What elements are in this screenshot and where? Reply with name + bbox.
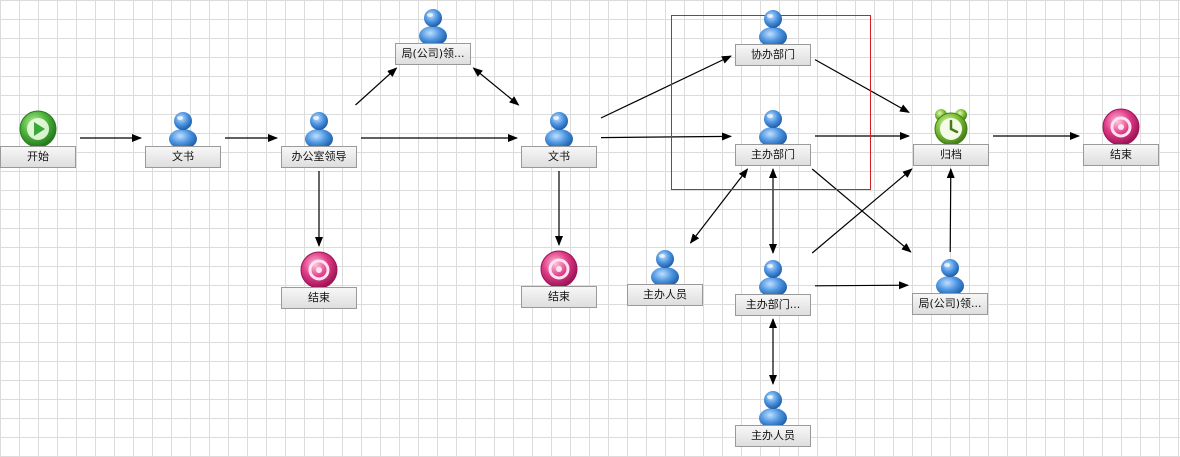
node-main-dept-2[interactable]: 主办部门... xyxy=(735,257,811,317)
user-icon xyxy=(759,391,787,428)
node-office-leader[interactable]: 办公室领导 xyxy=(281,109,357,169)
node-end-2[interactable]: 结束 xyxy=(521,249,597,309)
edge-main_dept2-to-bureau_leader_right[interactable] xyxy=(814,281,909,290)
node-label: 结束 xyxy=(521,286,597,308)
node-label: 结束 xyxy=(1083,144,1159,166)
edge-office_leader-to-bureau_leader_top[interactable] xyxy=(355,67,398,106)
node-archive[interactable]: 归档 xyxy=(913,107,989,167)
node-label: 协办部门 xyxy=(735,44,811,66)
end-icon xyxy=(540,250,578,288)
node-bureau-leader-top[interactable]: 局(公司)领... xyxy=(395,6,471,66)
edge-main_dept2-to-archive[interactable] xyxy=(811,168,913,254)
node-label: 文书 xyxy=(145,146,221,168)
node-label: 主办人员 xyxy=(627,284,703,306)
node-bureau-leader-right[interactable]: 局(公司)领... xyxy=(912,256,988,316)
node-main-dept[interactable]: 主办部门 xyxy=(735,107,811,167)
user-icon xyxy=(759,260,787,297)
node-label: 主办部门... xyxy=(735,294,811,316)
user-icon xyxy=(305,112,333,149)
edge-wenshu2-to-co_dept[interactable] xyxy=(600,55,732,119)
user-icon xyxy=(545,112,573,149)
end-icon xyxy=(1102,108,1140,146)
user-icon xyxy=(419,9,447,46)
edge-main_dept-to-staff_left[interactable] xyxy=(689,168,749,244)
end-icon xyxy=(300,251,338,289)
user-icon xyxy=(651,250,679,287)
edge-wenshu2-to-main_dept[interactable] xyxy=(600,132,732,141)
node-staff-left[interactable]: 主办人员 xyxy=(627,247,703,307)
user-icon xyxy=(759,110,787,147)
node-label: 办公室领导 xyxy=(281,146,357,168)
node-label: 主办部门 xyxy=(735,144,811,166)
play-icon xyxy=(19,110,57,148)
edge-bureau_leader_right-to-archive[interactable] xyxy=(946,168,955,253)
edge-co_dept-to-archive[interactable] xyxy=(814,59,910,113)
node-wenshu-1[interactable]: 文书 xyxy=(145,109,221,169)
node-end-1[interactable]: 结束 xyxy=(281,250,357,310)
node-label: 主办人员 xyxy=(735,425,811,447)
edge-bureau_leader_top-to-wenshu2[interactable] xyxy=(472,67,520,106)
node-staff-bottom[interactable]: 主办人员 xyxy=(735,388,811,448)
node-co-dept[interactable]: 协办部门 xyxy=(735,7,811,67)
user-icon xyxy=(169,112,197,149)
node-wenshu-2[interactable]: 文书 xyxy=(521,109,597,169)
node-label: 开始 xyxy=(0,146,76,168)
user-icon xyxy=(759,10,787,47)
user-icon xyxy=(936,259,964,296)
node-label: 结束 xyxy=(281,287,357,309)
node-start[interactable]: 开始 xyxy=(0,109,76,169)
edge-main_dept-to-bureau_leader_right[interactable] xyxy=(811,168,912,253)
clock-icon xyxy=(934,109,968,146)
node-label: 文书 xyxy=(521,146,597,168)
node-label: 局(公司)领... xyxy=(395,43,471,65)
node-label: 局(公司)领... xyxy=(912,293,988,315)
node-end-3[interactable]: 结束 xyxy=(1083,107,1159,167)
node-label: 归档 xyxy=(913,144,989,166)
